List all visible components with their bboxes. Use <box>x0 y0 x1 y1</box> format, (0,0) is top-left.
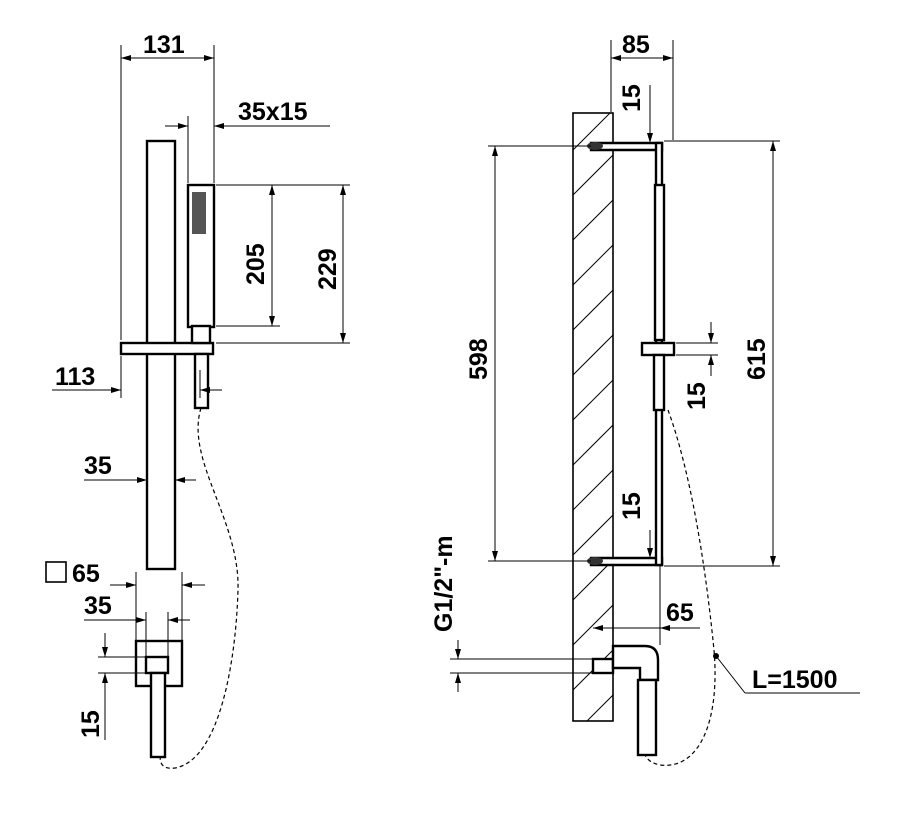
dim-229: 229 <box>314 248 342 290</box>
dim-598: 598 <box>465 338 493 380</box>
dim-15-holder: 15 <box>683 382 711 410</box>
dim-131: 131 <box>143 31 185 59</box>
dim-15-bottom: 15 <box>618 492 646 520</box>
dim-85: 85 <box>622 31 650 59</box>
front-view: 131 35x15 205 229 113 35 65 <box>45 31 350 769</box>
wall-hatch <box>573 113 613 721</box>
wall <box>572 112 614 722</box>
dim-35-outlet: 35 <box>84 592 112 620</box>
dim-35-bar: 35 <box>84 452 112 480</box>
dim-113: 113 <box>55 363 95 391</box>
dim-15-top: 15 <box>618 84 646 112</box>
dim-thread: G1/2"-m <box>430 535 458 632</box>
dim-35x15: 35x15 <box>238 98 308 126</box>
spray-face <box>192 192 206 234</box>
dim-615: 615 <box>743 338 771 380</box>
dim-65-plate: 65 <box>72 560 100 588</box>
holder-side <box>640 341 676 357</box>
hose <box>159 407 239 769</box>
dim-205: 205 <box>242 243 270 285</box>
hose-length: L=1500 <box>752 666 838 694</box>
dim-65-outlet: 65 <box>666 599 694 627</box>
side-view: 85 15 598 615 15 15 65 G1/2"-m <box>430 31 860 766</box>
shower-holder <box>119 341 215 356</box>
dim-15-outlet: 15 <box>77 710 105 738</box>
square-icon <box>45 561 67 583</box>
